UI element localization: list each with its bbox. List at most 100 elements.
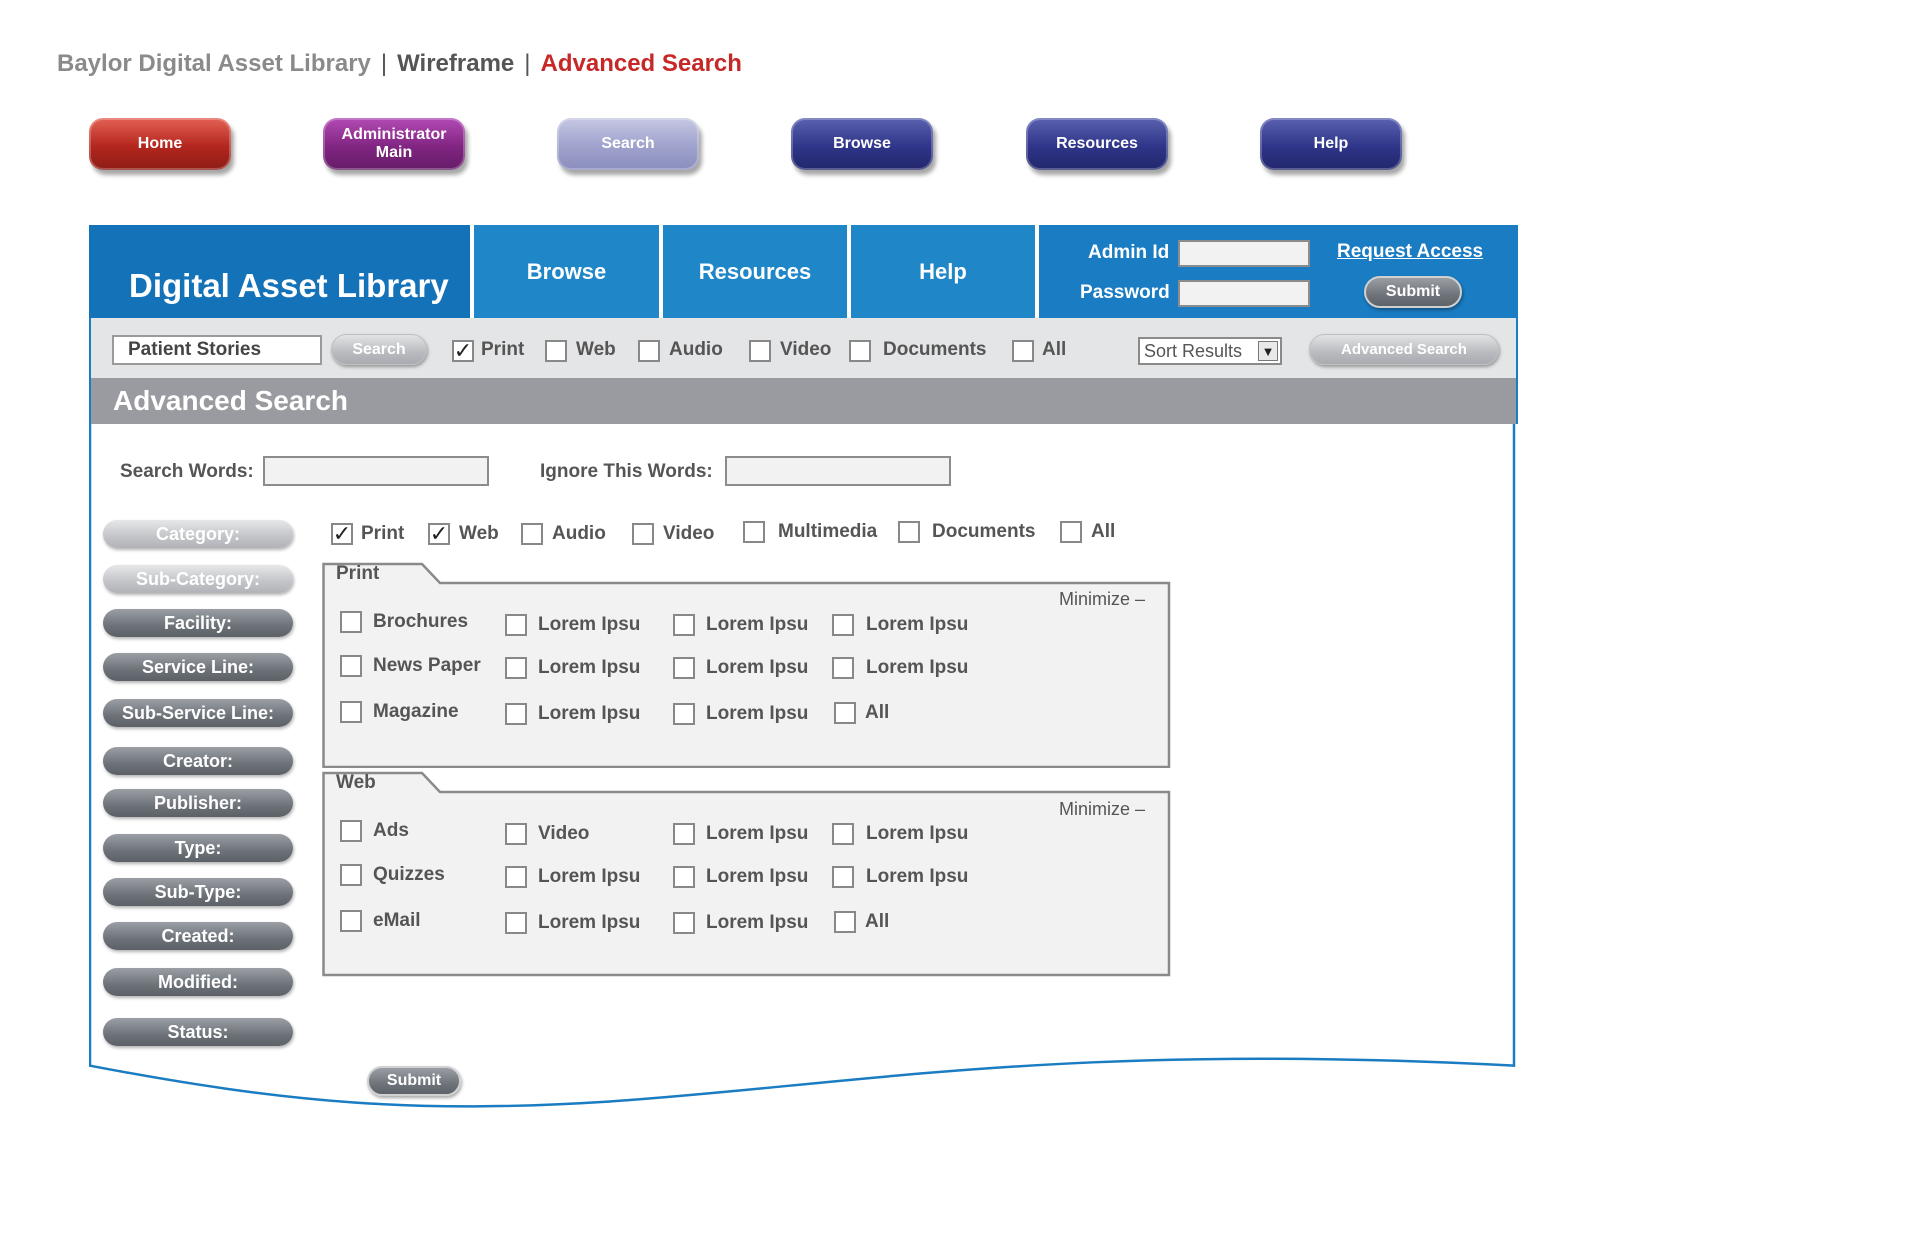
facet-created[interactable]: Created:	[103, 922, 293, 950]
facet-creator[interactable]: Creator:	[103, 747, 293, 775]
administrator-main-label-line1: Administrator	[341, 126, 447, 143]
web-option-checkbox[interactable]	[673, 912, 695, 934]
facet-service-line[interactable]: Service Line:	[103, 653, 293, 681]
header-tab-resources[interactable]: Resources	[663, 225, 847, 318]
web-all-checkbox[interactable]	[834, 911, 856, 933]
breadcrumb-section: Wireframe	[397, 50, 515, 77]
filter-print-checkbox[interactable]: ✓	[452, 340, 474, 362]
category-multimedia-checkbox[interactable]	[743, 521, 765, 543]
web-option-label: Lorem Ipsu	[538, 866, 641, 887]
category-multimedia-label: Multimedia	[778, 521, 878, 542]
web-option-label: eMail	[373, 910, 421, 931]
print-option-label: Lorem Ipsu	[706, 703, 809, 724]
facet-status[interactable]: Status:	[103, 1018, 293, 1046]
sort-results-select[interactable]: Sort Results ▼	[1138, 337, 1282, 365]
filter-all-label: All	[1042, 339, 1067, 360]
quick-search-button[interactable]: Search	[331, 334, 427, 365]
web-option-label: Lorem Ipsu	[706, 823, 809, 844]
resources-nav-button[interactable]: Resources	[1026, 118, 1168, 170]
web-option-checkbox[interactable]	[505, 866, 527, 888]
request-access-link[interactable]: Request Access	[1337, 241, 1484, 262]
ignore-words-field[interactable]	[725, 456, 951, 486]
home-button[interactable]: Home	[89, 118, 231, 170]
category-web-checkbox[interactable]: ✓	[428, 523, 450, 545]
filter-web-checkbox[interactable]	[545, 340, 567, 362]
quick-search-input[interactable]: Patient Stories	[112, 335, 322, 365]
print-panel-minimize[interactable]: Minimize –	[1059, 589, 1145, 610]
print-magazine-checkbox[interactable]	[340, 701, 362, 723]
header-divider	[1035, 225, 1039, 318]
web-video-checkbox[interactable]	[505, 823, 527, 845]
web-ads-checkbox[interactable]	[340, 820, 362, 842]
category-print-checkbox[interactable]: ✓	[331, 523, 353, 545]
print-option-label: Lorem Ipsu	[706, 614, 809, 635]
category-audio-checkbox[interactable]	[521, 523, 543, 545]
web-option-checkbox[interactable]	[673, 866, 695, 888]
advanced-search-button[interactable]: Advanced Search	[1309, 334, 1499, 365]
facet-publisher[interactable]: Publisher:	[103, 789, 293, 817]
print-option-checkbox[interactable]	[505, 657, 527, 679]
filter-documents-checkbox[interactable]	[849, 340, 871, 362]
filter-all-checkbox[interactable]	[1012, 340, 1034, 362]
facet-sub-service-line[interactable]: Sub-Service Line:	[103, 699, 293, 727]
browse-nav-label: Browse	[833, 135, 891, 152]
search-words-field[interactable]	[263, 456, 489, 486]
facet-modified[interactable]: Modified:	[103, 968, 293, 996]
facet-facility[interactable]: Facility:	[103, 609, 293, 637]
resources-nav-label: Resources	[1056, 135, 1138, 152]
advanced-search-submit-label: Submit	[386, 1072, 442, 1089]
print-option-checkbox[interactable]	[832, 614, 854, 636]
filter-documents-label: Documents	[883, 339, 987, 360]
header-divider	[847, 225, 851, 318]
web-option-checkbox[interactable]	[832, 866, 854, 888]
facet-type[interactable]: Type:	[103, 834, 293, 862]
web-email-checkbox[interactable]	[340, 910, 362, 932]
category-all-checkbox[interactable]	[1060, 521, 1082, 543]
filter-video-checkbox[interactable]	[749, 340, 771, 362]
header-tab-help[interactable]: Help	[851, 225, 1035, 318]
print-news-paper-checkbox[interactable]	[340, 655, 362, 677]
print-option-checkbox[interactable]	[832, 657, 854, 679]
category-video-checkbox[interactable]	[632, 523, 654, 545]
advanced-search-title-bar: Advanced Search	[89, 378, 1518, 424]
admin-id-field[interactable]	[1178, 240, 1310, 267]
login-submit-button[interactable]: Submit	[1364, 276, 1462, 308]
administrator-main-button[interactable]: Administrator Main	[323, 118, 465, 170]
print-option-checkbox[interactable]	[505, 703, 527, 725]
search-nav-button[interactable]: Search	[557, 118, 699, 170]
web-option-label: All	[865, 911, 890, 932]
print-brochures-checkbox[interactable]	[340, 611, 362, 633]
browse-nav-button[interactable]: Browse	[791, 118, 933, 170]
site-title: Digital Asset Library	[129, 267, 449, 304]
web-quizzes-checkbox[interactable]	[340, 864, 362, 886]
advanced-search-submit-button[interactable]: Submit	[367, 1066, 461, 1096]
print-panel-title: Print	[336, 563, 380, 584]
print-option-label: Lorem Ipsu	[706, 657, 809, 678]
web-option-checkbox[interactable]	[832, 823, 854, 845]
web-panel-minimize[interactable]: Minimize –	[1059, 799, 1145, 820]
header-tab-browse[interactable]: Browse	[474, 225, 659, 318]
print-option-label: Magazine	[373, 701, 459, 722]
facet-category[interactable]: Category:	[103, 520, 293, 548]
print-all-checkbox[interactable]	[834, 702, 856, 724]
web-option-checkbox[interactable]	[505, 912, 527, 934]
filter-video-label: Video	[780, 339, 832, 360]
print-option-checkbox[interactable]	[673, 657, 695, 679]
filter-audio-checkbox[interactable]	[638, 340, 660, 362]
web-option-label: Lorem Ipsu	[706, 866, 809, 887]
administrator-main-label-line2: Main	[375, 144, 413, 161]
facet-sub-type[interactable]: Sub-Type:	[103, 878, 293, 906]
breadcrumb: Baylor Digital Asset Library|Wireframe|A…	[57, 50, 742, 78]
print-option-checkbox[interactable]	[505, 614, 527, 636]
print-option-checkbox[interactable]	[673, 703, 695, 725]
web-option-label: Lorem Ipsu	[866, 823, 969, 844]
print-option-checkbox[interactable]	[673, 614, 695, 636]
web-option-label: Ads	[373, 820, 409, 841]
help-nav-button[interactable]: Help	[1260, 118, 1402, 170]
category-documents-checkbox[interactable]	[898, 521, 920, 543]
password-field[interactable]	[1178, 280, 1310, 307]
web-option-checkbox[interactable]	[673, 823, 695, 845]
facet-sub-category[interactable]: Sub-Category:	[103, 565, 293, 593]
header-divider	[659, 225, 663, 318]
admin-id-label: Admin Id	[1088, 242, 1170, 263]
